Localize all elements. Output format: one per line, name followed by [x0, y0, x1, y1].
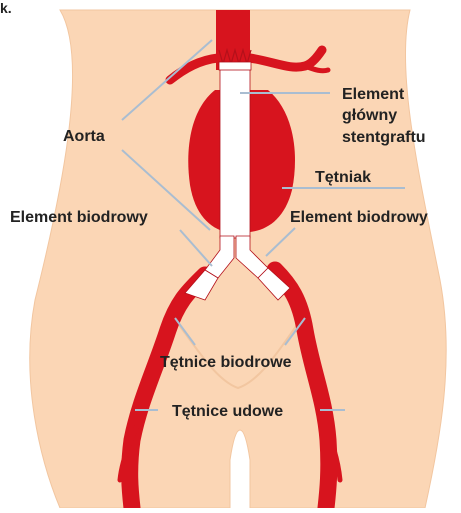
label-main-body-1: Element [342, 86, 405, 103]
stent-crown-band [219, 62, 251, 70]
label-iliac-arteries: Tętnice biodrowe [160, 354, 292, 371]
label-main-body-2: główny [342, 107, 397, 124]
label-limb-right: Element biodrowy [290, 209, 428, 226]
label-main-body-3: stentgraftu [342, 129, 426, 146]
corner-text: k. [0, 0, 12, 16]
label-aorta: Aorta [63, 128, 105, 145]
label-aneurysm: Tętniak [315, 169, 371, 186]
label-femoral-arteries: Tętnice udowe [172, 403, 283, 420]
label-limb-left: Element biodrowy [10, 209, 148, 226]
